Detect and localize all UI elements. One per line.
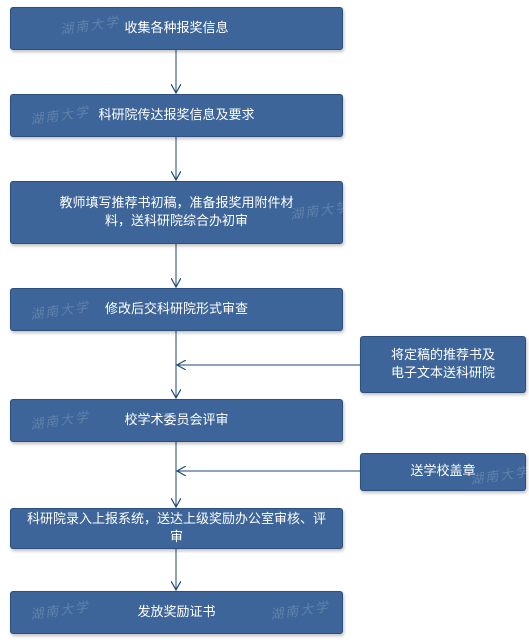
step-announce-award-info: 科研院传达报奖信息及要求 xyxy=(10,94,343,137)
step-collect-award-info: 收集各种报奖信息 xyxy=(10,7,343,50)
side-step-label-line1: 将定稿的推荐书及 xyxy=(390,347,495,363)
step-submit-system: 科研院录入上报系统，送达上级奖励办公室审核、评审 xyxy=(10,508,343,549)
step-academic-committee: 校学术委员会评审 xyxy=(10,399,343,442)
step-label: 发放奖励证书 xyxy=(137,604,216,620)
step-label: 收集各种报奖信息 xyxy=(124,20,229,36)
side-step-school-seal: 送学校盖章 xyxy=(360,453,526,491)
side-step-send-final-docs: 将定稿的推荐书及 电子文本送科研院 xyxy=(360,336,526,393)
step-issue-certificate: 发放奖励证书 xyxy=(10,591,343,634)
step-label: 修改后交科研院形式审查 xyxy=(104,301,248,317)
step-label-line1: 教师填写推荐书初稿，准备报奖用附件材 xyxy=(59,195,294,211)
step-label-line2: 料，送科研院综合办初审 xyxy=(104,213,248,229)
step-label: 科研院录入上报系统，送达上级奖励办公室审核、评审 xyxy=(26,511,326,545)
side-step-label: 送学校盖章 xyxy=(410,464,476,479)
step-label: 校学术委员会评审 xyxy=(124,412,229,428)
step-formal-review: 修改后交科研院形式审查 xyxy=(10,288,343,331)
step-fill-recommendation: 教师填写推荐书初稿，准备报奖用附件材 料，送科研院综合办初审 xyxy=(10,181,343,244)
step-label: 科研院传达报奖信息及要求 xyxy=(98,107,255,123)
side-step-label-line2: 电子文本送科研院 xyxy=(390,365,495,381)
